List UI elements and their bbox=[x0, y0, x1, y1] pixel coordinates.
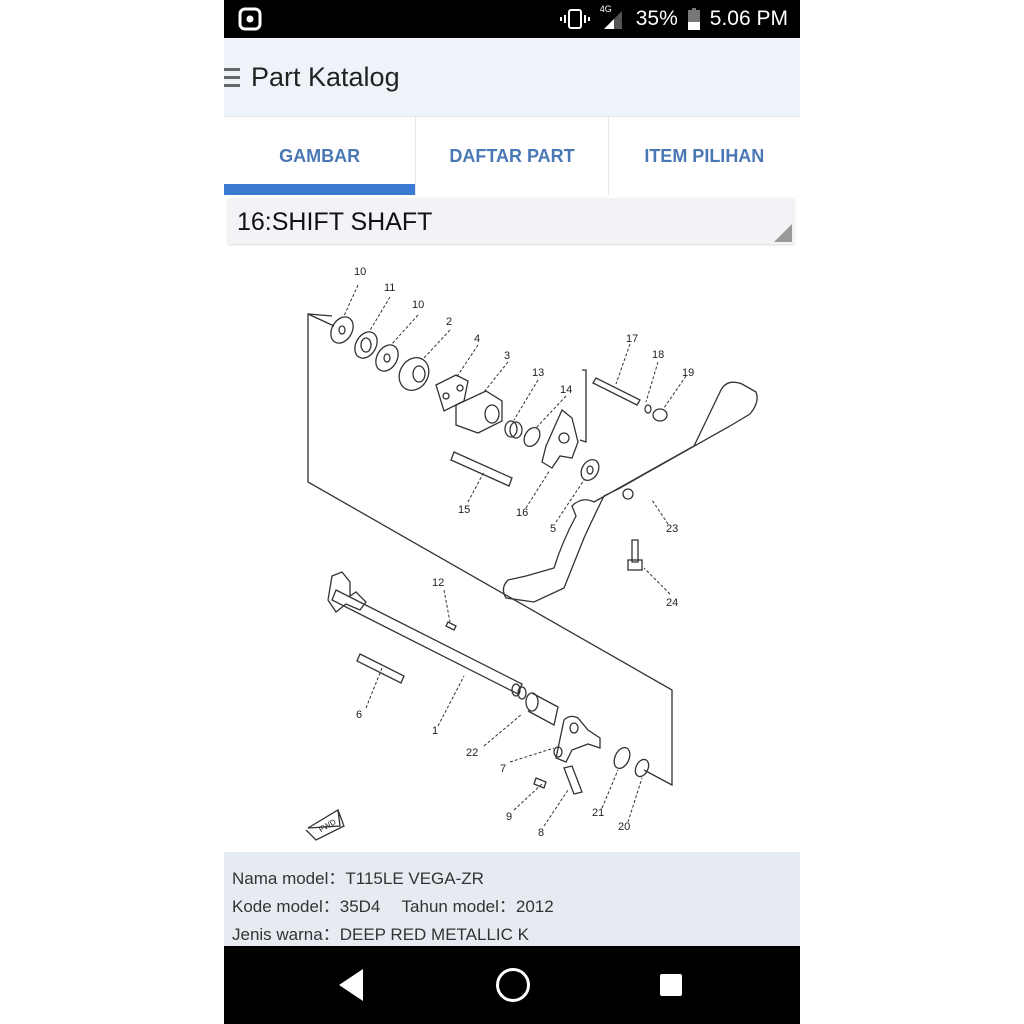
part-label-17[interactable]: 17 bbox=[626, 333, 638, 345]
part-label-1[interactable]: 1 bbox=[432, 725, 438, 737]
battery-icon bbox=[687, 8, 700, 30]
part-label-9[interactable]: 9 bbox=[506, 811, 512, 823]
kode-model-row: Kode model：35D4 Tahun model：2012 bbox=[232, 892, 554, 917]
tab-label: ITEM PILIHAN bbox=[644, 145, 765, 166]
tab-label: GAMBAR bbox=[279, 145, 361, 166]
section-title: 16:SHIFT SHAFT bbox=[237, 208, 433, 236]
jenis-warna-row: Jenis warna：DEEP RED METALLIC K bbox=[232, 920, 529, 945]
fwd-arrow-icon: FWD bbox=[317, 817, 337, 834]
notification-app-icon bbox=[238, 7, 262, 31]
part-label-7[interactable]: 7 bbox=[500, 763, 506, 775]
back-icon[interactable] bbox=[339, 969, 363, 1001]
battery-percent: 35% bbox=[635, 7, 678, 30]
clock: 5.06 PM bbox=[709, 7, 788, 30]
phone-screen: 4G 35% 5.06 PM Part Katalog GAMBAR DAF bbox=[224, 0, 800, 1024]
hamburger-menu-icon[interactable] bbox=[224, 68, 240, 88]
part-label-8[interactable]: 8 bbox=[538, 827, 544, 839]
part-label-4[interactable]: 4 bbox=[474, 333, 480, 345]
nama-model-label: Nama model bbox=[232, 869, 329, 888]
app-bar: Part Katalog bbox=[224, 38, 800, 116]
separator: ： bbox=[322, 897, 340, 916]
tab-gambar[interactable]: GAMBAR bbox=[224, 117, 417, 195]
dropdown-corner-icon bbox=[774, 224, 792, 242]
network-type: 4G bbox=[599, 4, 612, 14]
part-label-3[interactable]: 3 bbox=[504, 350, 510, 362]
jenis-warna-label: Jenis warna bbox=[232, 925, 323, 944]
signal-4g-icon: 4G bbox=[599, 4, 626, 31]
part-label-18[interactable]: 18 bbox=[652, 349, 664, 361]
tahun-model-label: Tahun model bbox=[401, 897, 499, 916]
part-label-21[interactable]: 21 bbox=[592, 807, 604, 819]
part-label-13[interactable]: 13 bbox=[532, 367, 544, 379]
part-label-10[interactable]: 10 bbox=[354, 266, 366, 278]
part-label-24[interactable]: 24 bbox=[666, 597, 678, 609]
part-label-19[interactable]: 19 bbox=[682, 367, 694, 379]
tab-daftar-part[interactable]: DAFTAR PART bbox=[416, 117, 609, 195]
vibrate-icon bbox=[559, 9, 590, 29]
page-title: Part Katalog bbox=[251, 62, 400, 92]
separator: ： bbox=[498, 897, 516, 916]
tab-label: DAFTAR PART bbox=[449, 145, 575, 166]
separator: ： bbox=[322, 925, 340, 944]
jenis-warna-value: DEEP RED METALLIC K bbox=[339, 925, 529, 944]
section-header[interactable]: 16:SHIFT SHAFT bbox=[228, 198, 794, 244]
part-label-16[interactable]: 16 bbox=[516, 507, 528, 519]
navigation-bar bbox=[224, 946, 800, 1024]
part-label-20[interactable]: 20 bbox=[618, 821, 630, 833]
nama-model-row: Nama model：T115LE VEGA-ZR bbox=[232, 864, 484, 889]
part-label-5[interactable]: 5 bbox=[550, 523, 556, 535]
part-label-2[interactable]: 2 bbox=[446, 316, 452, 328]
part-label-14[interactable]: 14 bbox=[560, 384, 572, 396]
part-label-22[interactable]: 22 bbox=[466, 747, 478, 759]
nama-model-value: T115LE VEGA-ZR bbox=[345, 869, 484, 888]
home-icon[interactable] bbox=[496, 968, 530, 1002]
tab-item-pilihan[interactable]: ITEM PILIHAN bbox=[609, 117, 800, 195]
part-label-11[interactable]: 11 bbox=[384, 282, 395, 294]
part-label-23[interactable]: 23 bbox=[666, 523, 678, 535]
recents-icon[interactable] bbox=[660, 974, 682, 996]
part-label-10b[interactable]: 10 bbox=[412, 299, 424, 311]
model-info-panel: Nama model：T115LE VEGA-ZR Kode model：35D… bbox=[224, 852, 800, 946]
active-tab-indicator bbox=[224, 184, 416, 195]
separator: ： bbox=[328, 869, 346, 888]
part-label-6[interactable]: 6 bbox=[356, 709, 362, 721]
tab-bar: GAMBAR DAFTAR PART ITEM PILIHAN bbox=[224, 116, 800, 195]
status-bar: 4G 35% 5.06 PM bbox=[224, 0, 800, 38]
part-label-12[interactable]: 12 bbox=[432, 577, 444, 589]
part-label-15[interactable]: 15 bbox=[458, 504, 470, 516]
tahun-model-value: 2012 bbox=[515, 897, 554, 916]
kode-model-value: 35D4 bbox=[339, 897, 381, 916]
kode-model-label: Kode model bbox=[232, 897, 323, 916]
parts-diagram[interactable]: 10 11 10 2 4 3 13 14 15 16 5 17 18 19 23… bbox=[224, 250, 800, 850]
